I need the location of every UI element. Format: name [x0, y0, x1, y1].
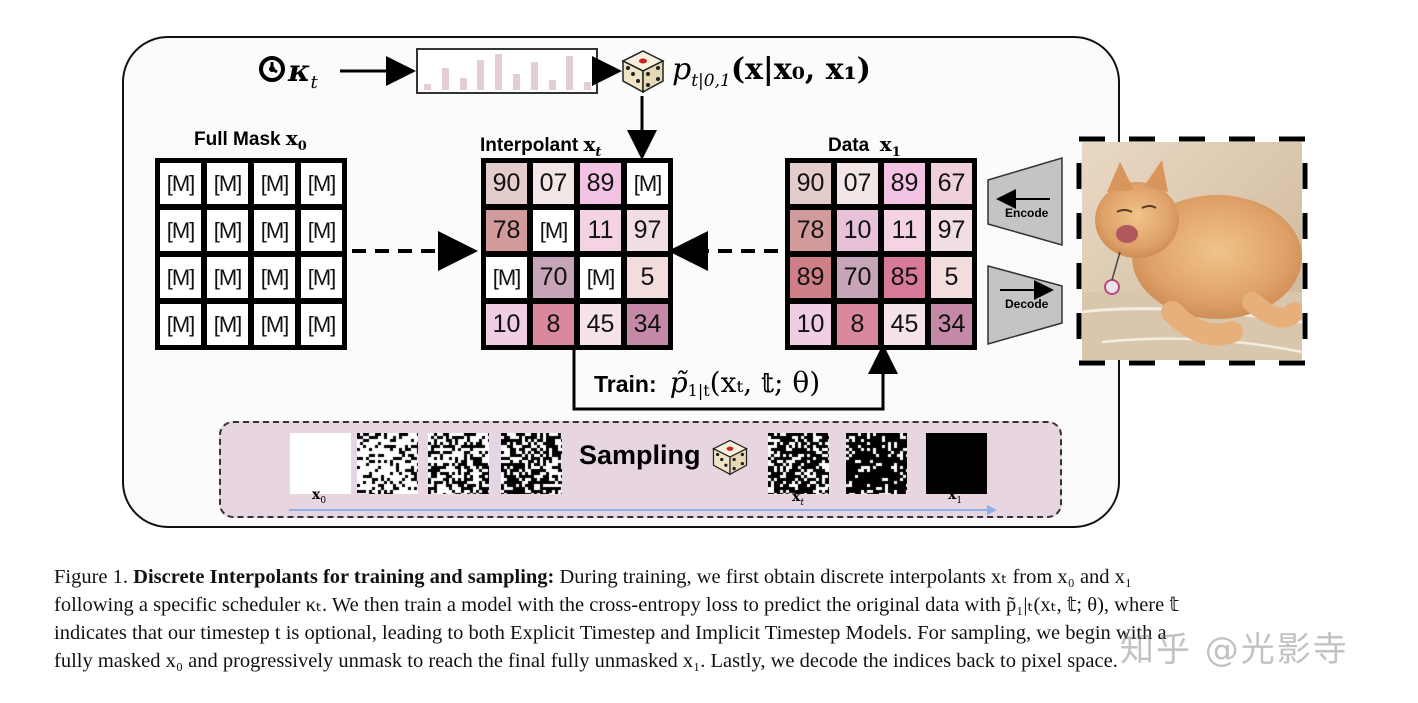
- interpolant-cell: 10: [484, 302, 529, 347]
- scheduler-bar: [530, 62, 538, 90]
- cat-image-container: [1076, 136, 1308, 366]
- mask-cell: [M]: [205, 255, 250, 300]
- sampling-thumb-step5: [846, 433, 907, 494]
- interpolant-cell: 07: [531, 161, 576, 206]
- sampling-thumb-x0: [290, 433, 351, 494]
- figure-caption: Figure 1. Discrete Interpolants for trai…: [54, 563, 1384, 675]
- interpolant-cell: 5: [625, 255, 670, 300]
- interpolant-cell: 70: [531, 255, 576, 300]
- scheduler-bar: [584, 82, 592, 90]
- scheduler-bar: [459, 78, 467, 90]
- interpolant-cell: 90: [484, 161, 529, 206]
- mask-cell: [M]: [299, 302, 344, 347]
- sampling-label: Sampling: [579, 440, 701, 470]
- data-cell: 90: [788, 161, 833, 206]
- data-cell: 67: [929, 161, 974, 206]
- scheduler-bar: [477, 60, 485, 90]
- sampling-label-xt: xt: [792, 489, 804, 508]
- data-cell: 11: [882, 208, 927, 253]
- data-cell: 89: [882, 161, 927, 206]
- interpolant-cell: 11: [578, 208, 623, 253]
- arrow-train-loop: [572, 344, 898, 411]
- sampling-label-x0: x0: [312, 487, 327, 506]
- sampling-label-x1: x1: [948, 487, 963, 506]
- data-cell: 70: [835, 255, 880, 300]
- mask-cell: [M]: [299, 208, 344, 253]
- decode-label: Decode: [1005, 297, 1049, 311]
- sampling-thumb-step3: [501, 433, 562, 494]
- mask-cell: [M]: [205, 302, 250, 347]
- mask-cell: [M]: [252, 161, 297, 206]
- cat-photo: [1082, 142, 1302, 360]
- sampling-thumb-x1: [926, 433, 987, 494]
- mask-cell: [M]: [158, 255, 203, 300]
- mask-cell: [M]: [158, 208, 203, 253]
- data-cell: 97: [929, 208, 974, 253]
- data-cell: 07: [835, 161, 880, 206]
- interpolant-cell: 45: [578, 302, 623, 347]
- data-cell: 45: [882, 302, 927, 347]
- caption-line-3: indicates that our timestep t is optiona…: [54, 622, 1167, 644]
- mask-cell: [M]: [252, 208, 297, 253]
- probability-formula: pt|0,1(x|x₀, x₁): [672, 52, 871, 91]
- scheduler-bar: [424, 84, 431, 90]
- mask-cell: [M]: [158, 302, 203, 347]
- data-title: Data x1: [828, 132, 901, 160]
- scheduler-bar: [441, 68, 449, 90]
- encoder-shape: [987, 156, 1063, 246]
- mask-cell: [M]: [205, 208, 250, 253]
- scheduler-bar: [513, 74, 520, 90]
- data-cell: 10: [788, 302, 833, 347]
- watermark: 知乎 @光影寺: [1120, 630, 1349, 670]
- image-frame: [1076, 136, 1308, 366]
- mask-cell: [M]: [299, 255, 344, 300]
- interpolant-cell: 34: [625, 302, 670, 347]
- scheduler-label: κt: [258, 54, 318, 93]
- interpolant-cell: [M]: [625, 161, 670, 206]
- data-cell: 89: [788, 255, 833, 300]
- mask-cell: [M]: [299, 161, 344, 206]
- sampling-strip: Sampling x0 xt x1: [219, 421, 1062, 518]
- interpolant-cell: 97: [625, 208, 670, 253]
- scheduler-bar: [566, 56, 574, 90]
- sampling-dice-icon: [711, 438, 749, 480]
- data-cell: 34: [929, 302, 974, 347]
- encode-label: Encode: [1005, 206, 1049, 220]
- scheduler-bar: [548, 80, 556, 90]
- mask-cell: [M]: [205, 161, 250, 206]
- interpolant-cell: [M]: [484, 255, 529, 300]
- interpolant-cell: [M]: [578, 255, 623, 300]
- mask-cell: [M]: [252, 255, 297, 300]
- sampling-thumb-step1: [357, 433, 418, 494]
- scheduler-clock-icon: [258, 55, 286, 91]
- sampling-thumb-xt: [768, 433, 829, 494]
- full-mask-title: Full Mask x0: [194, 126, 307, 154]
- sampling-thumb-step2: [428, 433, 489, 494]
- mask-cell: [M]: [158, 161, 203, 206]
- sampling-progress-arrow: [289, 505, 997, 515]
- mask-cell: [M]: [252, 302, 297, 347]
- caption-line-2: following a specific scheduler κₜ. We th…: [54, 594, 1179, 616]
- data-cell: 8: [835, 302, 880, 347]
- caption-line-1: Figure 1. Discrete Interpolants for trai…: [54, 566, 1133, 588]
- interpolant-cell: 8: [531, 302, 576, 347]
- caption-line-4: fully masked x₀ and progressively unmask…: [54, 650, 1118, 672]
- full-mask-grid: [M][M][M][M][M][M][M][M][M][M][M][M][M][…: [155, 158, 347, 350]
- data-cell: 5: [929, 255, 974, 300]
- interpolant-cell: 89: [578, 161, 623, 206]
- data-cell: 85: [882, 255, 927, 300]
- train-formula: Train: p̃1|t(xₜ, 𝕥; θ): [594, 366, 821, 401]
- data-cell: 78: [788, 208, 833, 253]
- interpolant-cell: [M]: [531, 208, 576, 253]
- scheduler-bar: [495, 54, 503, 90]
- data-cell: 10: [835, 208, 880, 253]
- interpolant-cell: 78: [484, 208, 529, 253]
- dice-icon: [620, 48, 666, 98]
- interpolant-title: Interpolant xt: [480, 132, 602, 160]
